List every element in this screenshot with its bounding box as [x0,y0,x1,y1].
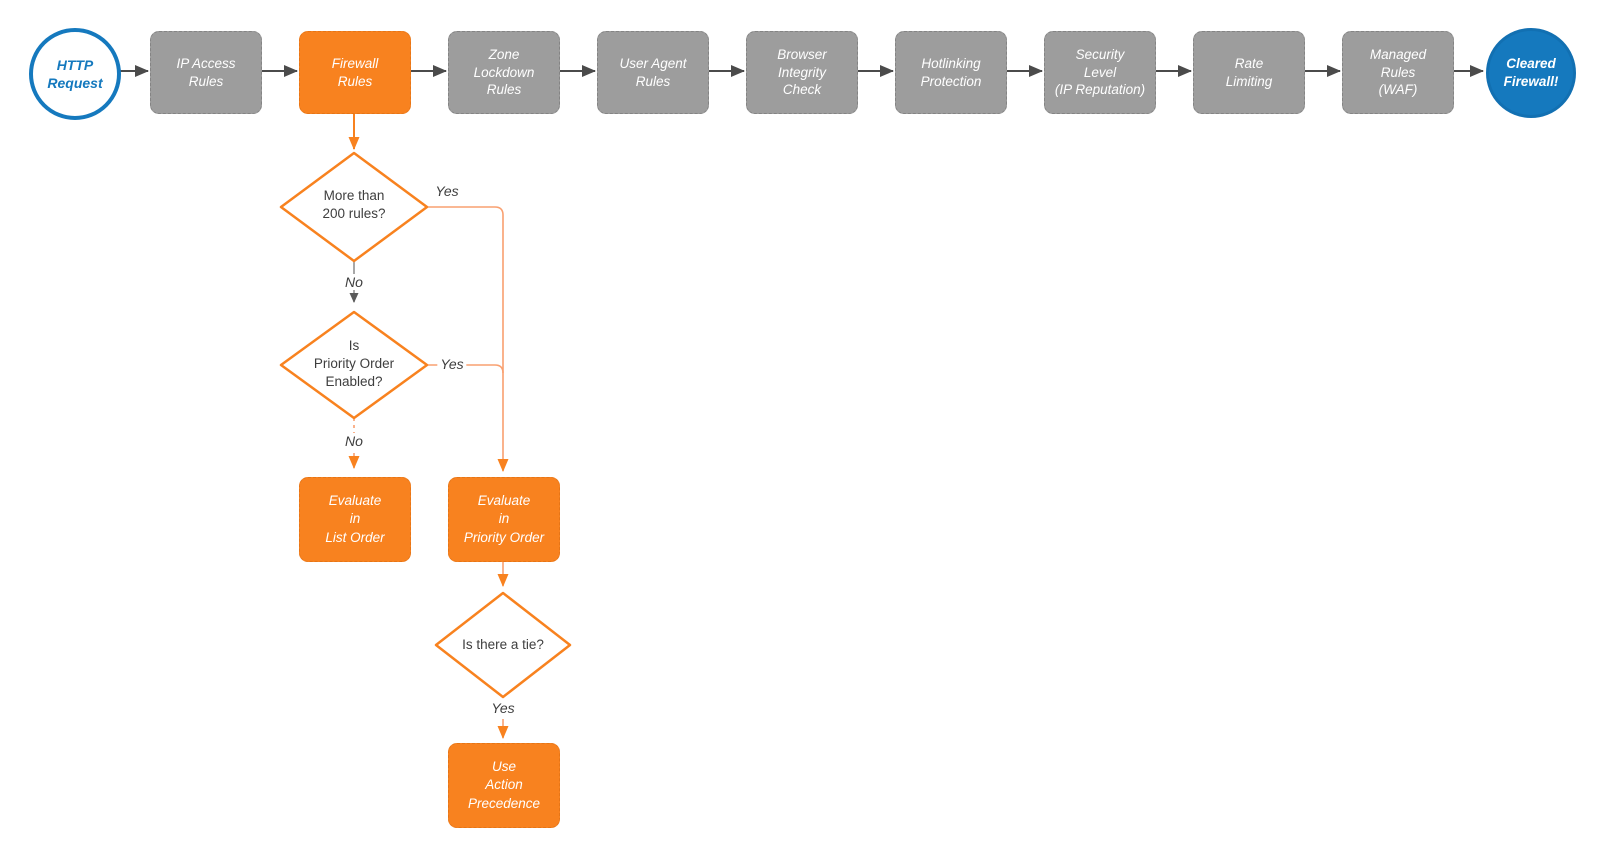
start-node-http-request: HTTP Request [29,28,121,120]
stage-managed-rules-waf: Managed Rules (WAF) [1342,31,1454,114]
stage-zone-lockdown-rules: Zone Lockdown Rules [448,31,560,114]
diamond-priority-enabled-text: Is Priority Order Enabled? [313,338,395,390]
stage-hotlinking-protection: Hotlinking Protection [895,31,1007,114]
action-evaluate-priority-order: Evaluate in Priority Order [448,477,560,562]
stage-security-level: Security Level (IP Reputation) [1044,31,1156,114]
edge-label-yes-200: Yes [432,183,462,199]
diamond-more-than-200-text: More than 200 rules? [322,188,386,222]
edge-d1-yes [428,206,509,472]
diamond-priority-enabled-shape [279,310,429,420]
edge-label-yes-tie: Yes [488,700,518,716]
diamond-tie-shape [434,591,572,699]
stage-ip-access-rules: IP Access Rules [150,31,262,114]
stage-firewall-rules: Firewall Rules [299,31,411,114]
stage-user-agent-rules: User Agent Rules [597,31,709,114]
edge-d2-yes [428,364,504,374]
edge-label-no-priority: No [342,433,366,449]
stage-browser-integrity-check: Browser Integrity Check [746,31,858,114]
action-use-action-precedence: Use Action Precedence [448,743,560,828]
action-evaluate-list-order: Evaluate in List Order [299,477,411,562]
diamond-tie-text: Is there a tie? [462,637,544,652]
end-node-cleared-firewall: Cleared Firewall! [1486,28,1576,118]
diamond-more-than-200-shape [279,151,429,263]
edge-label-yes-priority: Yes [437,356,467,372]
stage-rate-limiting: Rate Limiting [1193,31,1305,114]
edge-label-no-200: No [342,274,366,290]
